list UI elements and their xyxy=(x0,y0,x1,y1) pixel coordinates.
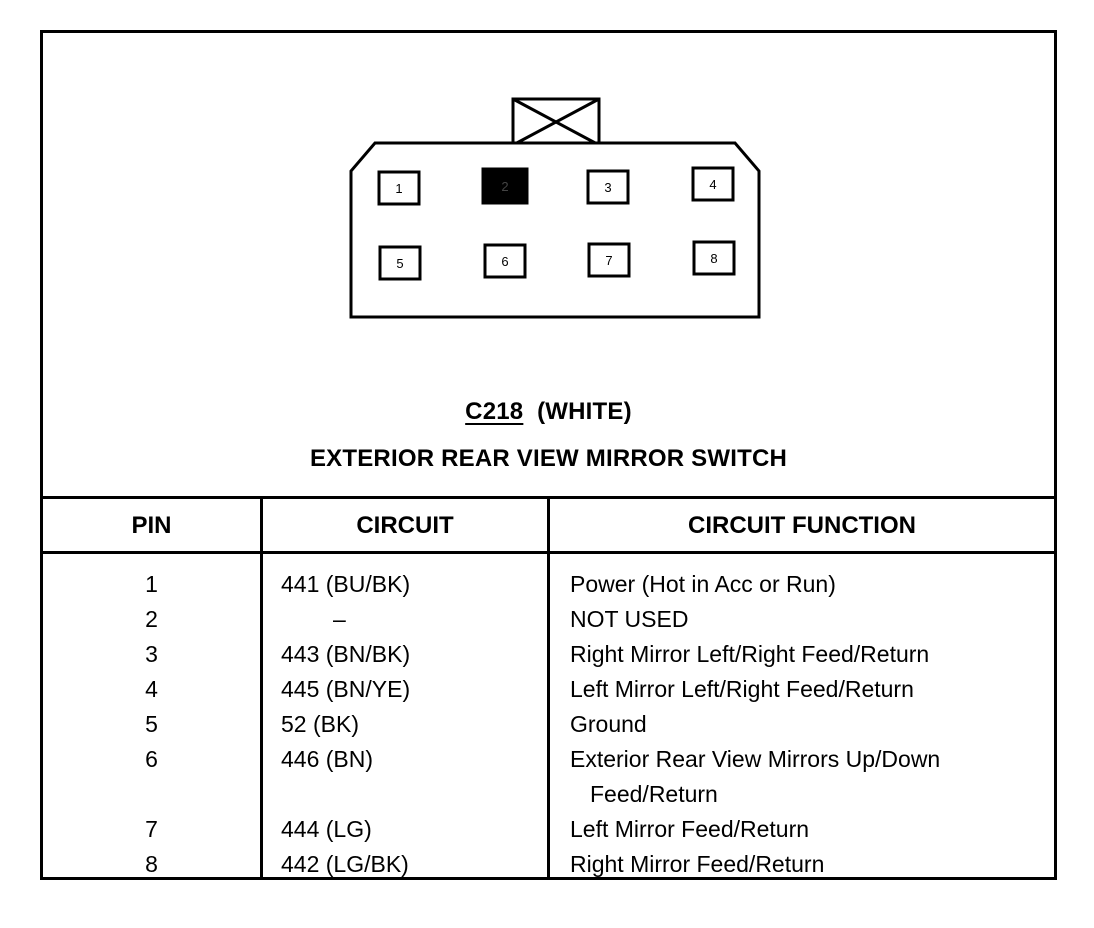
circuit-function: Exterior Rear View Mirrors Up/Down Feed/… xyxy=(570,742,1050,812)
pin-number: 3 xyxy=(145,641,158,667)
circuit-function-continuation: Feed/Return xyxy=(590,781,718,807)
header-circuit: CIRCUIT xyxy=(356,512,454,539)
pin-number: 5 xyxy=(145,711,158,737)
svg-text:8: 8 xyxy=(710,251,717,266)
circuit-function-line: Exterior Rear View Mirrors Up/Down xyxy=(570,746,941,772)
table-row: 6 446 (BN) Exterior Rear View Mirrors Up… xyxy=(43,742,1054,812)
pin-number: 4 xyxy=(145,676,158,702)
circuit-function: Left Mirror Feed/Return xyxy=(570,816,810,842)
circuit-id: 442 (LG/BK) xyxy=(281,851,409,877)
table-row: 2 – NOT USED xyxy=(43,602,1054,637)
connector-latch-icon xyxy=(511,97,601,147)
table-row: 7 444 (LG) Left Mirror Feed/Return xyxy=(43,812,1054,847)
circuit-id: 444 (LG) xyxy=(281,816,372,842)
pin-table: PIN CIRCUIT CIRCUIT FUNCTION 1 441 (BU/B… xyxy=(43,496,1054,877)
table-row: 5 52 (BK) Ground xyxy=(43,707,1054,742)
circuit-id: – xyxy=(333,606,346,632)
circuit-id: 52 (BK) xyxy=(281,711,359,737)
circuit-id: 443 (BN/BK) xyxy=(281,641,411,667)
header-divider xyxy=(43,551,1054,554)
connector-title: C218 (WHITE) xyxy=(43,398,1054,426)
connector-diagram: 1 2 3 4 5 6 7 8 xyxy=(349,97,761,319)
diagram-frame: 1 2 3 4 5 6 7 8 C2 xyxy=(40,30,1057,880)
pin-number: 2 xyxy=(145,606,158,632)
connector-code: C218 xyxy=(465,398,524,425)
svg-text:6: 6 xyxy=(501,254,508,269)
table-row: 1 441 (BU/BK) Power (Hot in Acc or Run) xyxy=(43,567,1054,602)
pin-cavity-1: 1 xyxy=(377,170,421,206)
circuit-function: Ground xyxy=(570,711,647,737)
column-divider xyxy=(547,499,550,877)
circuit-function: Right Mirror Feed/Return xyxy=(570,851,825,877)
svg-text:7: 7 xyxy=(605,253,612,268)
circuit-id: 445 (BN/YE) xyxy=(281,676,411,702)
connector-color: (WHITE) xyxy=(537,398,632,425)
pin-number: 1 xyxy=(145,571,158,597)
header-circuit-function: CIRCUIT FUNCTION xyxy=(688,512,916,539)
pin-number: 6 xyxy=(145,746,158,772)
pin-cavity-4: 4 xyxy=(691,166,735,202)
circuit-id: 446 (BN) xyxy=(281,746,374,772)
pin-cavity-7: 7 xyxy=(587,242,631,278)
svg-text:3: 3 xyxy=(604,180,611,195)
svg-text:2: 2 xyxy=(501,179,508,194)
pin-number: 7 xyxy=(145,816,158,842)
table-row: 8 442 (LG/BK) Right Mirror Feed/Return xyxy=(43,847,1054,882)
svg-text:4: 4 xyxy=(709,177,716,192)
pin-cavity-3: 3 xyxy=(586,169,630,205)
table-body: 1 441 (BU/BK) Power (Hot in Acc or Run) … xyxy=(43,567,1054,882)
connector-name: EXTERIOR REAR VIEW MIRROR SWITCH xyxy=(309,445,788,472)
pin-cavity-8: 8 xyxy=(692,240,736,276)
table-row: 4 445 (BN/YE) Left Mirror Left/Right Fee… xyxy=(43,672,1054,707)
connector-body xyxy=(349,141,761,319)
circuit-function: Power (Hot in Acc or Run) xyxy=(570,571,836,597)
pin-cavity-5: 5 xyxy=(378,245,422,281)
svg-text:5: 5 xyxy=(396,256,403,271)
pin-cavity-2: 2 xyxy=(481,167,529,205)
circuit-function: Left Mirror Left/Right Feed/Return xyxy=(570,676,914,702)
circuit-function: NOT USED xyxy=(570,606,689,632)
svg-text:1: 1 xyxy=(395,181,402,196)
circuit-function: Right Mirror Left/Right Feed/Return xyxy=(570,641,930,667)
pin-cavity-6: 6 xyxy=(483,243,527,279)
pin-number: 8 xyxy=(145,851,158,877)
column-divider xyxy=(260,499,263,877)
table-row: 3 443 (BN/BK) Right Mirror Left/Right Fe… xyxy=(43,637,1054,672)
header-pin: PIN xyxy=(131,512,172,539)
circuit-id: 441 (BU/BK) xyxy=(281,571,411,597)
